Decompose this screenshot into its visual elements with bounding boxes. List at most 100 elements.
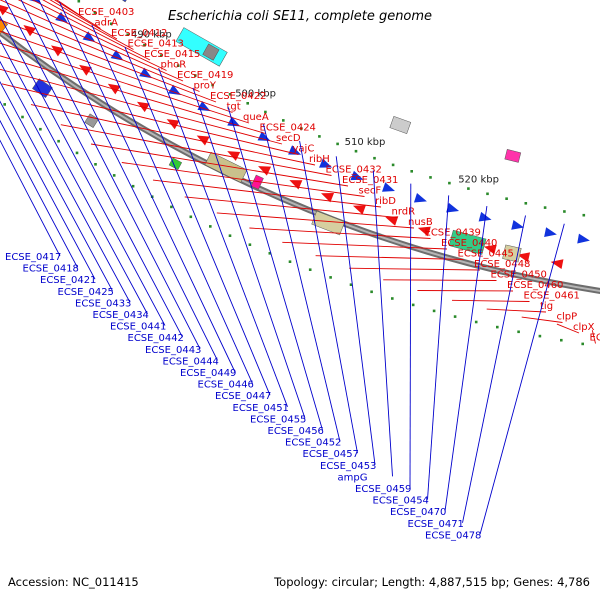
tick-dot — [248, 243, 252, 246]
forward-gene-arrow — [385, 216, 399, 226]
box-shape — [202, 43, 220, 61]
tick-dot — [57, 139, 60, 143]
forward-gene-label: nrdR — [392, 207, 416, 218]
reverse-leader-line — [59, 1, 236, 373]
arrow-shape — [110, 49, 124, 61]
forward-leader-line — [17, 0, 167, 71]
forward-gene-label: ECSE_0461 — [524, 291, 580, 302]
reverse-gene-label: ECSE_0451 — [233, 403, 289, 414]
forward-leader-line — [0, 42, 250, 124]
arrow-shape — [321, 193, 335, 203]
forward-leader-line — [60, 124, 332, 176]
tick-dot — [159, 54, 163, 57]
reverse-gene-label: ECSE_0456 — [268, 426, 324, 437]
forward-leader-line — [0, 19, 217, 103]
forward-leader-line — [216, 212, 415, 229]
reverse-gene-arrow — [197, 101, 211, 112]
tick-dot — [143, 44, 146, 47]
forward-leader-line — [1, 83, 299, 155]
reverse-gene-label: ECSE_0417 — [5, 252, 61, 263]
forward-gene-arrow — [23, 25, 36, 37]
tick-dot — [77, 0, 81, 3]
reverse-leader-line — [0, 15, 166, 326]
forward-gene-arrow — [483, 244, 497, 255]
box-shape — [504, 149, 522, 163]
arrow-shape — [352, 205, 366, 215]
forward-leader-line — [184, 196, 398, 218]
reverse-gene-arrow — [511, 219, 525, 230]
arrow-shape — [136, 101, 150, 113]
gene-feature-box — [504, 149, 522, 163]
arrow-shape — [350, 170, 364, 181]
reverse-leader-line — [0, 100, 96, 280]
tick-dot — [391, 297, 394, 300]
tick-dot — [3, 103, 6, 106]
arrow-shape — [319, 158, 333, 168]
forward-gene-label: secF — [359, 186, 382, 197]
reverse-gene-label: ECSE_0425 — [58, 287, 114, 298]
tick-dot — [126, 33, 129, 36]
gene-feature-box — [84, 113, 99, 128]
tick-dot — [288, 260, 292, 263]
arrow-shape — [446, 202, 460, 213]
forward-leader-line — [0, 55, 266, 134]
box-shape — [84, 113, 99, 128]
tick-dot — [209, 225, 212, 228]
forward-leader-line — [315, 255, 464, 260]
reverse-gene-arrow — [227, 116, 241, 127]
reverse-leader-line — [91, 24, 253, 384]
forward-gene-label: clpP — [557, 312, 578, 323]
forward-gene-label: ECSE_0412 — [111, 28, 167, 39]
reverse-leader-line — [299, 140, 358, 454]
tick-dot — [563, 210, 566, 213]
forward-gene-label: ECSE_0415 — [144, 49, 200, 60]
tick-dot — [411, 303, 415, 307]
reverse-leader-line — [0, 139, 61, 257]
forward-leader-line — [249, 227, 431, 239]
forward-gene-label: ECSE_0465 — [590, 333, 600, 344]
arrow-shape — [139, 67, 153, 79]
tick-dot — [336, 142, 339, 146]
tick-dot — [39, 127, 42, 131]
forward-gene-label: ECSE_0450 — [491, 270, 547, 281]
arrow-shape — [196, 135, 210, 146]
reverse-gene-arrow — [577, 233, 590, 244]
forward-gene-arrow — [196, 135, 210, 146]
reverse-gene-arrow — [82, 31, 96, 43]
tick-dot — [429, 176, 432, 179]
arrow-shape — [0, 3, 9, 16]
tick-dot — [467, 187, 470, 190]
reverse-gene-arrow — [28, 0, 41, 4]
reverse-leader-line — [158, 67, 288, 407]
forward-leader-line — [282, 241, 448, 250]
forward-gene-label: tig — [540, 301, 553, 312]
forward-leader-line — [556, 323, 580, 334]
forward-gene-label: yajC — [293, 144, 315, 155]
tick-dot — [109, 22, 113, 26]
forward-gene-label: queA — [243, 112, 269, 123]
reverse-gene-arrow — [350, 170, 364, 181]
arrow-shape — [197, 101, 211, 112]
tick-dot — [94, 163, 97, 166]
forward-gene-arrow — [321, 193, 335, 203]
scale-tick-label: 520 kbp — [458, 175, 499, 186]
forward-gene-label: clpX — [573, 322, 595, 333]
box-shape — [448, 229, 487, 255]
reverse-gene-label: ECSE_0446 — [198, 380, 254, 391]
forward-leader-line — [42, 0, 134, 50]
arrow-shape — [550, 259, 564, 270]
forward-leader-line — [0, 8, 200, 92]
arrow-shape — [483, 244, 497, 255]
arrow-shape — [168, 84, 182, 95]
gene-feature-box — [111, 0, 134, 3]
forward-gene-label: ECSE_0439 — [425, 228, 481, 239]
arrow-shape — [82, 31, 96, 43]
arrow-shape — [511, 219, 525, 230]
tick-dot — [75, 151, 79, 155]
forward-gene-label: ribD — [375, 196, 396, 207]
reverse-gene-label: ECSE_0449 — [180, 368, 236, 379]
tick-dot — [505, 197, 508, 200]
arrow-shape — [517, 252, 531, 263]
forward-gene-label: ECSE_0445 — [458, 249, 514, 260]
tick-dot — [524, 202, 528, 205]
